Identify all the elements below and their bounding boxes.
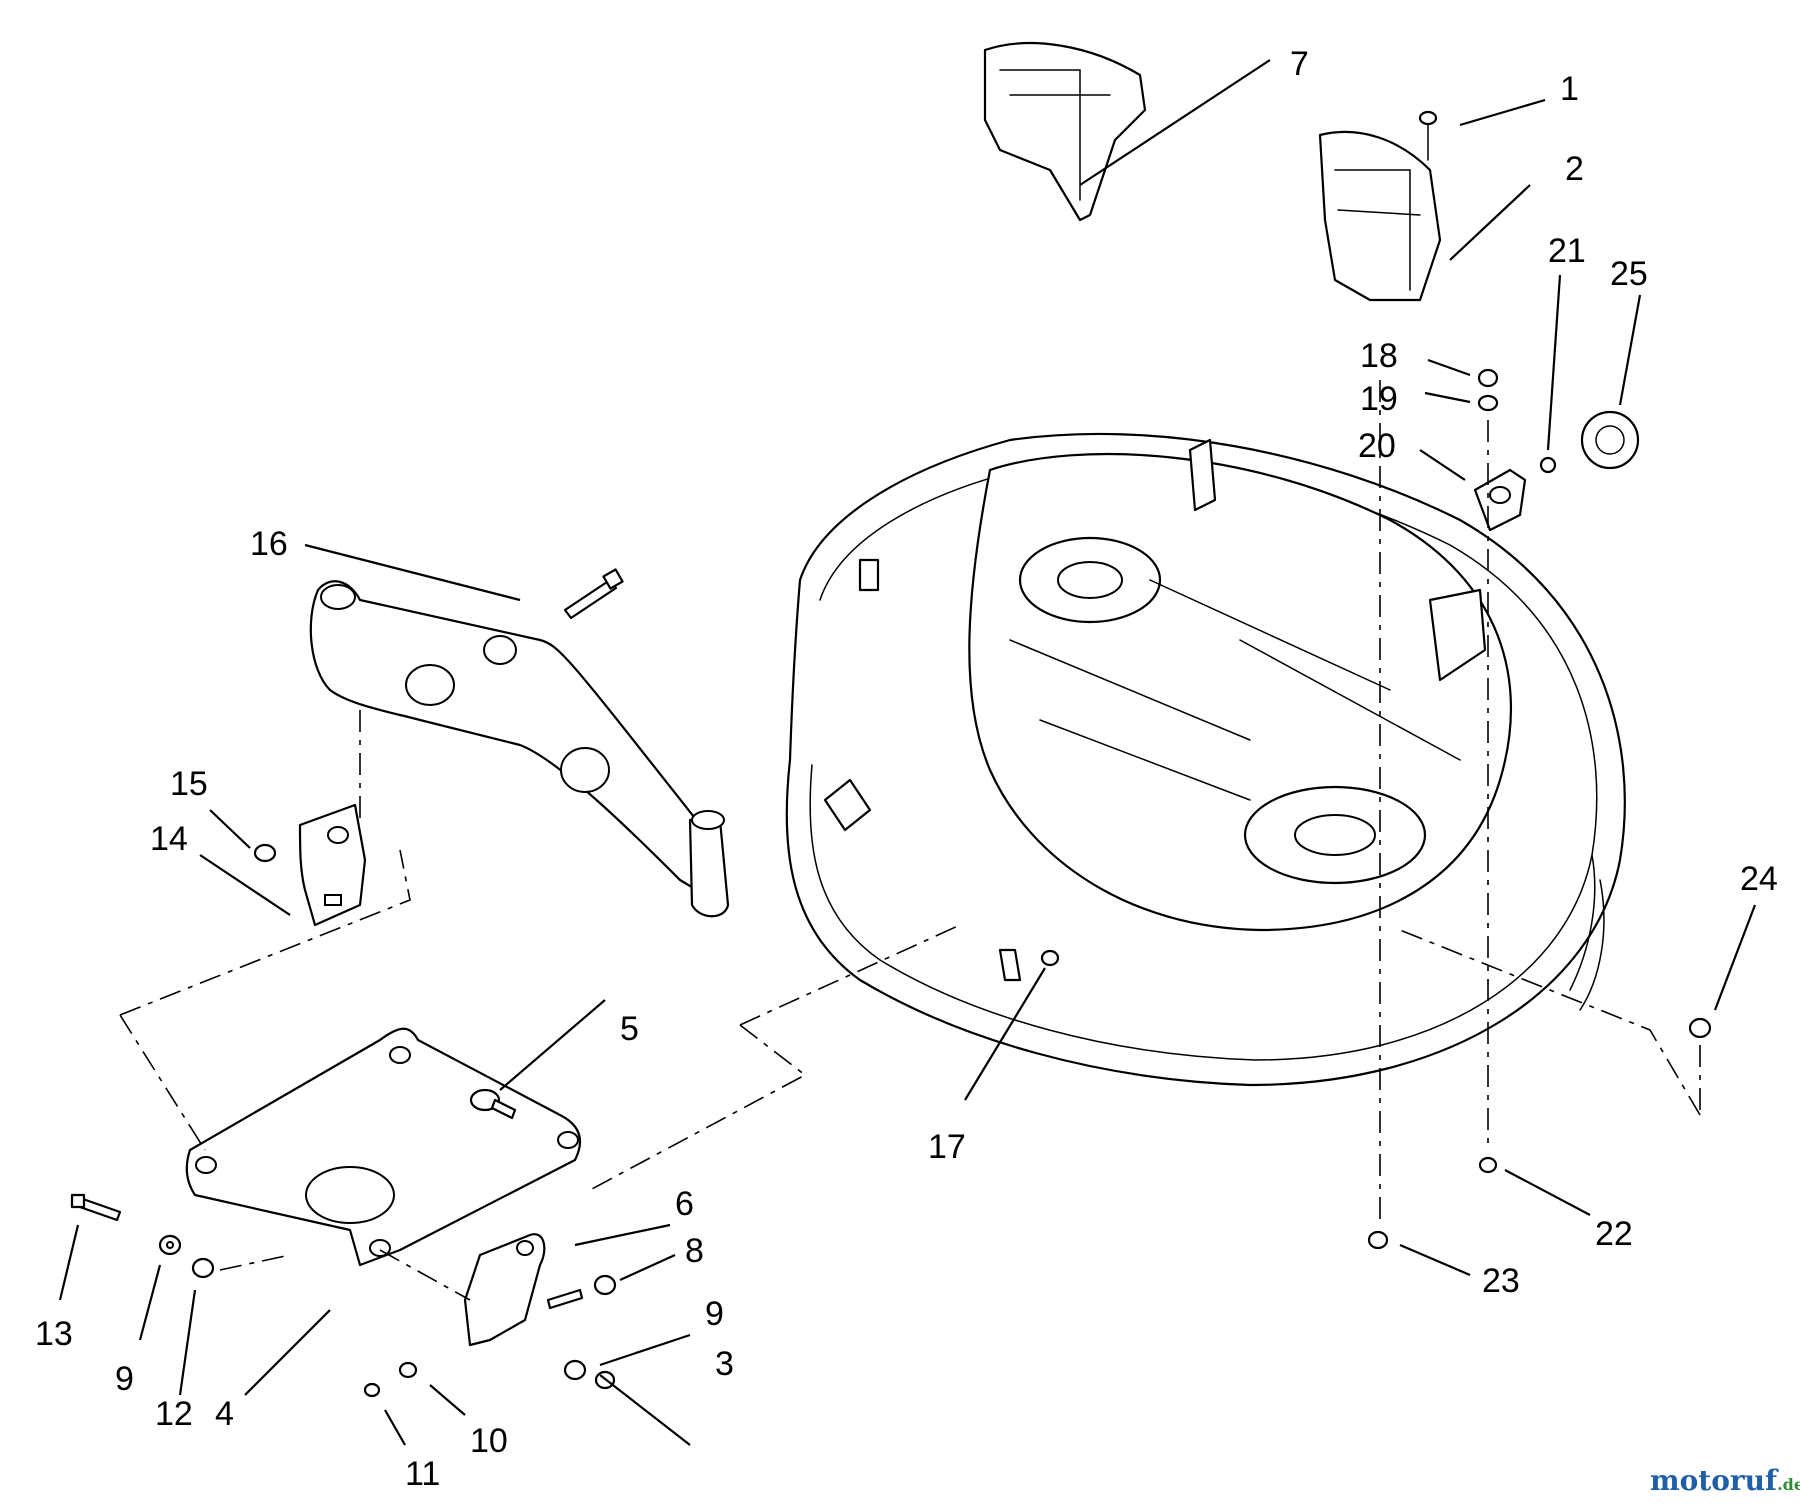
callout-label: 18 [1360,337,1398,375]
callout-label: 8 [685,1232,704,1270]
watermark-brand: motoruf.de [1650,1464,1800,1497]
mounting-plate [185,1027,582,1267]
callout-label: 24 [1740,860,1778,898]
cap [1580,410,1640,470]
lift-arm [309,580,730,918]
callout-label: 3 [715,1345,734,1383]
screw [1478,1156,1498,1174]
callout-label: 13 [35,1315,73,1353]
callout-label: 6 [675,1185,694,1223]
callout-label: 5 [620,1010,639,1048]
callout-label: 22 [1595,1215,1633,1253]
nut [1688,1017,1712,1039]
callout-label: 14 [150,820,188,858]
chute-deflector [983,42,1147,222]
callout-labels: 1 2 3 4 5 6 7 8 9 9 10 11 12 13 14 15 16… [35,45,1778,1493]
callout-label: 19 [1360,380,1398,418]
leader-lines [58,59,1757,1446]
spacer [191,1257,215,1279]
washer [398,1361,418,1379]
mower-deck-housing [785,432,1626,1087]
washer [1477,394,1499,412]
callout-label: 21 [1548,232,1586,270]
callout-label: 23 [1482,1262,1520,1300]
callout-label: 20 [1358,427,1396,465]
callout-label: 2 [1565,150,1584,188]
screw [1367,1230,1389,1250]
washer [1539,456,1557,474]
callout-label: 11 [405,1455,440,1493]
watermark-logo: motoruf.de [1650,1464,1800,1497]
washer [158,1234,182,1256]
nut [363,1382,381,1398]
callout-label: 7 [1290,45,1309,83]
bracket [463,1233,546,1347]
callout-label: 16 [250,525,288,563]
watermark-brand-suffix: .de [1777,1475,1800,1494]
callout-label: 15 [170,765,208,803]
bracket [298,803,367,927]
chute-deflector [1318,130,1442,302]
callout-label: 12 [155,1395,193,1433]
callout-label: 9 [705,1295,724,1333]
assembly-lines [119,380,1701,1301]
watermark-brand-main: motoruf [1650,1464,1779,1497]
elbow-fitting [1473,468,1527,532]
washer [563,1359,587,1381]
bolt [563,568,624,620]
nut [1477,368,1499,388]
bolt [546,1288,584,1310]
nut [253,843,277,863]
bolt [70,1193,122,1222]
washer [1040,949,1060,967]
callout-label: 25 [1610,255,1648,293]
bolt [469,1088,517,1120]
callout-label: 4 [215,1395,234,1433]
callout-label: 1 [1560,70,1579,108]
washer [593,1274,617,1296]
callout-label: 17 [928,1128,966,1166]
callout-label: 10 [470,1422,508,1460]
screw [1418,110,1438,161]
callout-label: 9 [115,1360,134,1398]
